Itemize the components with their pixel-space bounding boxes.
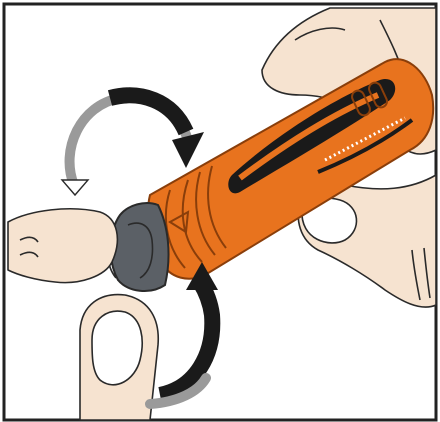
left-finger — [8, 209, 117, 283]
